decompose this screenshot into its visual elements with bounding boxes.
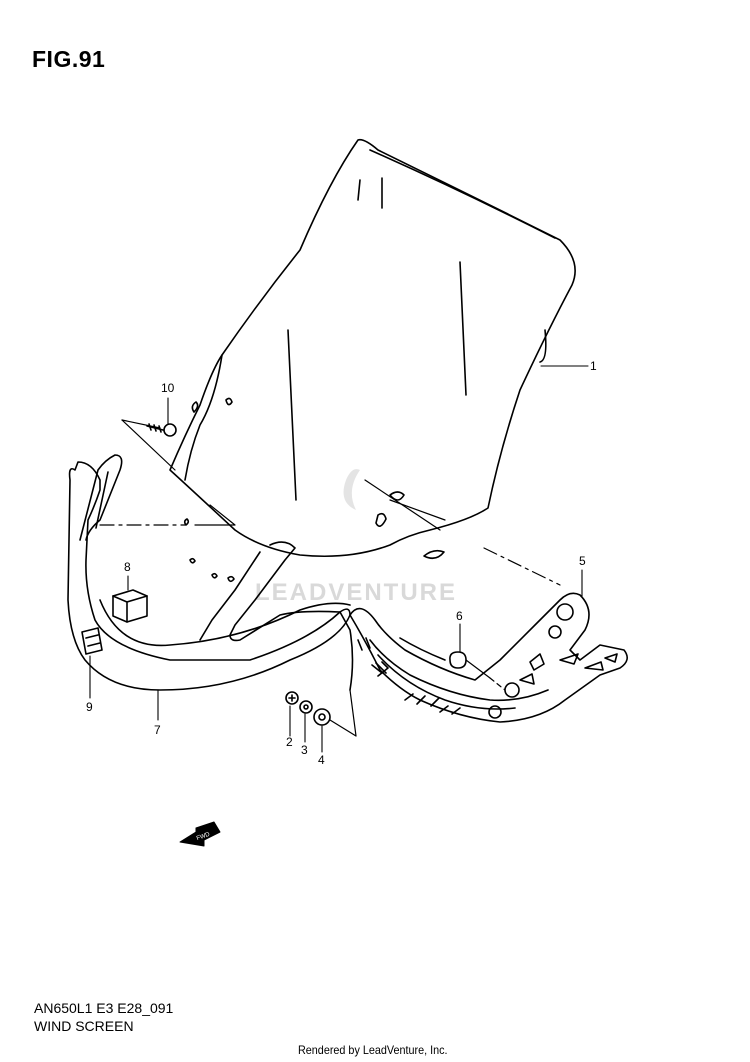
alignment-lines: [99, 419, 561, 586]
grommet-part: [449, 651, 506, 691]
callout-10: 10: [161, 381, 175, 395]
callout-3: 3: [301, 743, 308, 757]
callout-5: 5: [579, 554, 586, 568]
model-code: AN650L1 E3 E28_091: [34, 1000, 174, 1016]
screen-bracket-part: [349, 592, 628, 723]
clip-part: [81, 627, 103, 655]
fwd-arrow-icon: FWD: [179, 821, 221, 847]
wind-screen-part: [169, 138, 576, 583]
callout-4: 4: [318, 753, 325, 767]
callout-2: 2: [286, 735, 293, 749]
render-credit: Rendered by LeadVenture, Inc.: [298, 1043, 448, 1057]
cushion-part: [112, 589, 148, 623]
callout-7: 7: [154, 723, 161, 737]
figure-title: FIG.91: [32, 46, 106, 72]
watermark: LEADVENTURE: [255, 469, 457, 606]
fwd-label: FWD: [196, 832, 212, 843]
callout-1: 1: [590, 359, 597, 373]
callout-8: 8: [124, 560, 131, 574]
watermark-text: LEADVENTURE: [255, 579, 457, 606]
callout-6: 6: [456, 609, 463, 623]
callout-labels: 1 2 3 4 5 6 7 8 9 10: [86, 359, 597, 767]
fastener-parts: [285, 689, 357, 737]
tapping-screw-part: [146, 423, 177, 437]
section-name: WIND SCREEN: [34, 1018, 134, 1034]
callout-9: 9: [86, 700, 93, 714]
lower-brace-part: [67, 454, 354, 691]
callout-leaders: [89, 365, 589, 753]
